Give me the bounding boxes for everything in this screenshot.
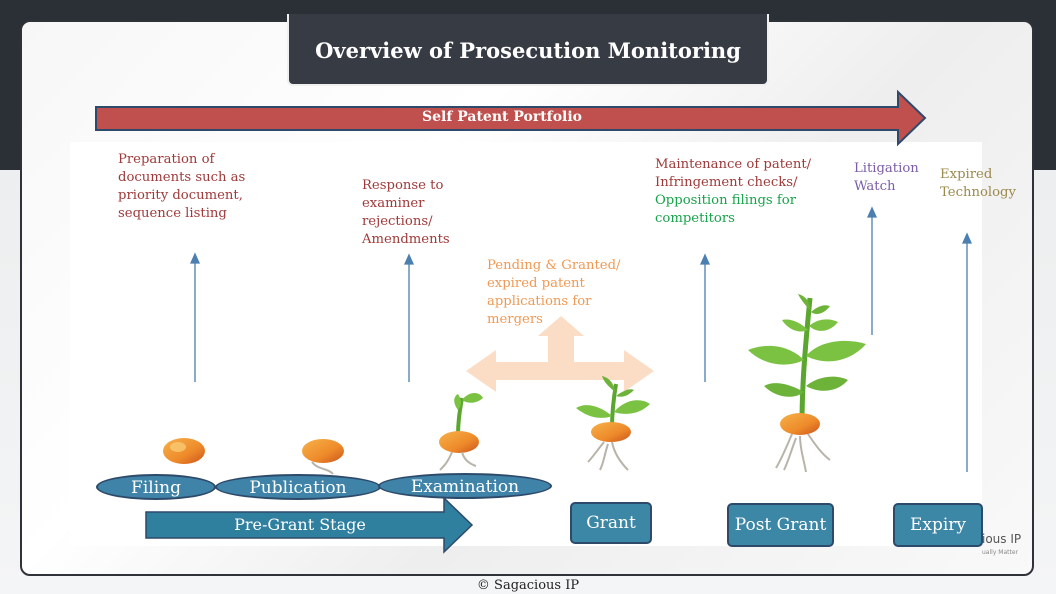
plant-post-grant-icon [748, 294, 866, 473]
stage-grant: Grant [570, 502, 652, 544]
seed-filing-icon [163, 438, 205, 464]
logo-tagline: ually Matter [982, 549, 1018, 556]
page-title: Overview of Prosecution Monitoring [315, 38, 741, 63]
title-tab: Overview of Prosecution Monitoring [287, 14, 769, 86]
stage-examination: Examination [378, 473, 552, 499]
maintenance-text: Maintenance of patent/ [655, 157, 812, 172]
opposition-text: Opposition filings for competitors [655, 193, 797, 226]
copyright-footer: © Sagacious IP [476, 578, 580, 593]
portfolio-banner-label: Self Patent Portfolio [421, 109, 582, 125]
litigation-annotation: Litigation Watch [854, 161, 919, 194]
merger-arrow [466, 316, 654, 392]
sprout-examination-icon [439, 393, 483, 471]
stage-expiry: Expiry [893, 503, 983, 547]
pre-grant-label: Pre-Grant Stage [234, 515, 366, 534]
seed-publication-icon [302, 439, 344, 475]
company-logo: ious IP ually Matter [982, 532, 1021, 560]
pre-grant-arrow [145, 496, 474, 554]
expired-annotation: Expired Technology [940, 167, 1016, 200]
stage-filing: Filing [96, 474, 216, 500]
stage-publication: Publication [215, 474, 381, 500]
infringement-text: Infringement checks/ [655, 175, 798, 190]
logo-text: ious IP [982, 532, 1022, 546]
mergers-annotation: Pending & Granted/ expired patent applic… [487, 258, 621, 327]
filing-annotation: Preparation of documents such as priorit… [118, 152, 246, 221]
portfolio-banner-arrow [95, 89, 927, 147]
seedling-grant-icon [576, 376, 650, 471]
examination-annotation: Response to examiner rejections/ Amendme… [362, 178, 450, 247]
stage-post-grant: Post Grant [727, 503, 834, 547]
post-grant-annotation: Maintenance of patent/ Infringement chec… [655, 156, 820, 228]
